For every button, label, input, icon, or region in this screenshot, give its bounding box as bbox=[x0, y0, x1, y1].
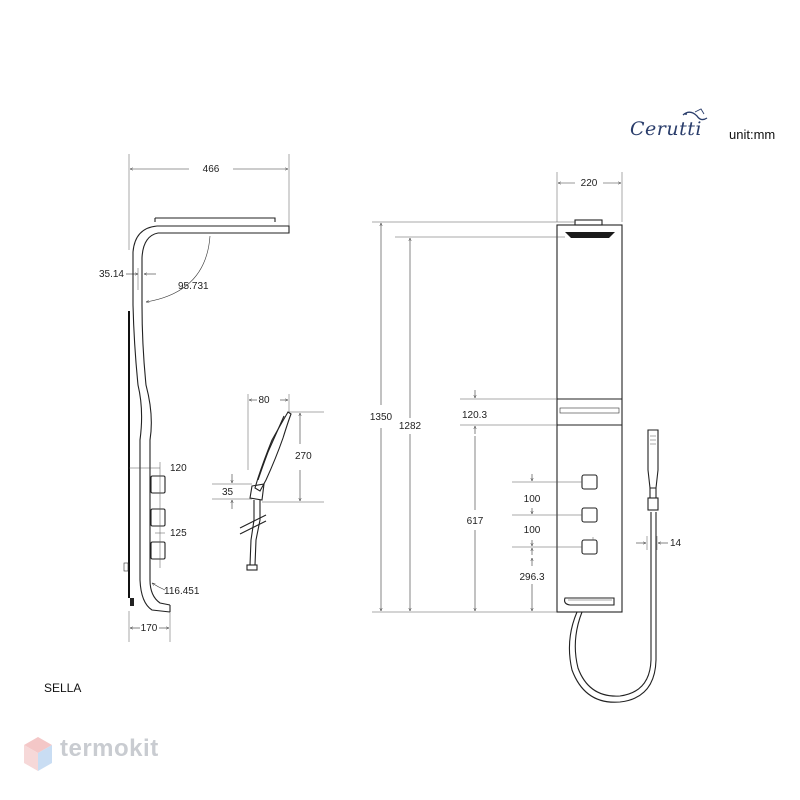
shower-hose bbox=[254, 500, 261, 566]
side-shower-holder bbox=[647, 497, 659, 511]
dim-handle: 35 bbox=[222, 487, 234, 498]
front-view: 220 1350 1282 120.3 bbox=[370, 172, 682, 703]
dim-valve-spacing-1: 120 bbox=[170, 463, 187, 474]
dim-side-width: 466 bbox=[203, 164, 220, 175]
watermark-text: termokit bbox=[60, 735, 159, 762]
dim-offset: 35.14 bbox=[99, 269, 124, 280]
control-knob bbox=[581, 539, 598, 555]
model-name: SELLA bbox=[44, 681, 82, 695]
radius-arc bbox=[146, 235, 211, 302]
valve-knob bbox=[150, 541, 166, 560]
bottom-spout bbox=[564, 597, 615, 606]
cerutti-bird-icon bbox=[682, 108, 708, 121]
hand-shower-face bbox=[257, 415, 285, 481]
dim-bottom-offset: 296.3 bbox=[519, 572, 544, 583]
dim-control-height: 617 bbox=[467, 516, 484, 527]
rain-shower-head bbox=[565, 232, 615, 238]
hose-connector bbox=[246, 564, 258, 571]
hand-shower-head bbox=[254, 411, 292, 492]
hose-loop-inner bbox=[574, 512, 652, 697]
termokit-cube-icon bbox=[24, 737, 52, 771]
massage-jet-strip bbox=[559, 407, 620, 414]
brand-logo: Cerutti bbox=[630, 118, 702, 140]
hand-shower-view: 80 270 35 bbox=[212, 394, 324, 571]
hose-break-mark bbox=[239, 514, 267, 529]
side-hand-shower bbox=[647, 429, 659, 489]
shower-hose bbox=[249, 500, 255, 566]
valve-knob bbox=[150, 475, 166, 494]
dim-total-height: 1350 bbox=[370, 412, 393, 423]
panel-body-inner bbox=[141, 232, 171, 606]
panel-front bbox=[556, 224, 623, 613]
dim-control-spacing-2: 100 bbox=[524, 525, 541, 536]
dim-front-width: 220 bbox=[581, 178, 598, 189]
dim-head-length: 270 bbox=[295, 451, 312, 462]
hose-break-mark bbox=[239, 520, 267, 535]
dim-control-spacing-1: 100 bbox=[524, 494, 541, 505]
shower-holder bbox=[249, 483, 265, 501]
valve-knob bbox=[150, 508, 166, 527]
control-knob bbox=[581, 474, 598, 490]
dim-base-depth: 170 bbox=[141, 623, 158, 634]
bottom-outlet bbox=[130, 598, 134, 606]
watermark: termokit bbox=[60, 735, 159, 763]
top-cap bbox=[574, 219, 603, 226]
dim-head-width: 80 bbox=[258, 395, 270, 406]
dim-radius: 95.731 bbox=[178, 281, 209, 292]
shower-head-top bbox=[154, 217, 276, 222]
radius-leader bbox=[152, 583, 166, 591]
unit-label: unit:mm bbox=[729, 127, 776, 142]
side-view: 466 35.14 95.731 120 125 116.451 bbox=[99, 154, 290, 642]
shower-head-plate bbox=[157, 225, 290, 234]
dim-holder-width: 14 bbox=[670, 538, 682, 549]
control-knob bbox=[581, 507, 598, 523]
hose-loop-outer bbox=[568, 512, 657, 703]
side-connector bbox=[123, 562, 129, 572]
dim-head-height: 1282 bbox=[399, 421, 422, 432]
dim-valve-spacing-2: 125 bbox=[170, 528, 187, 539]
panel-body-outer bbox=[132, 225, 171, 613]
dim-mid-gap: 120.3 bbox=[462, 410, 487, 421]
dim-bottom-radius: 116.451 bbox=[164, 586, 200, 597]
